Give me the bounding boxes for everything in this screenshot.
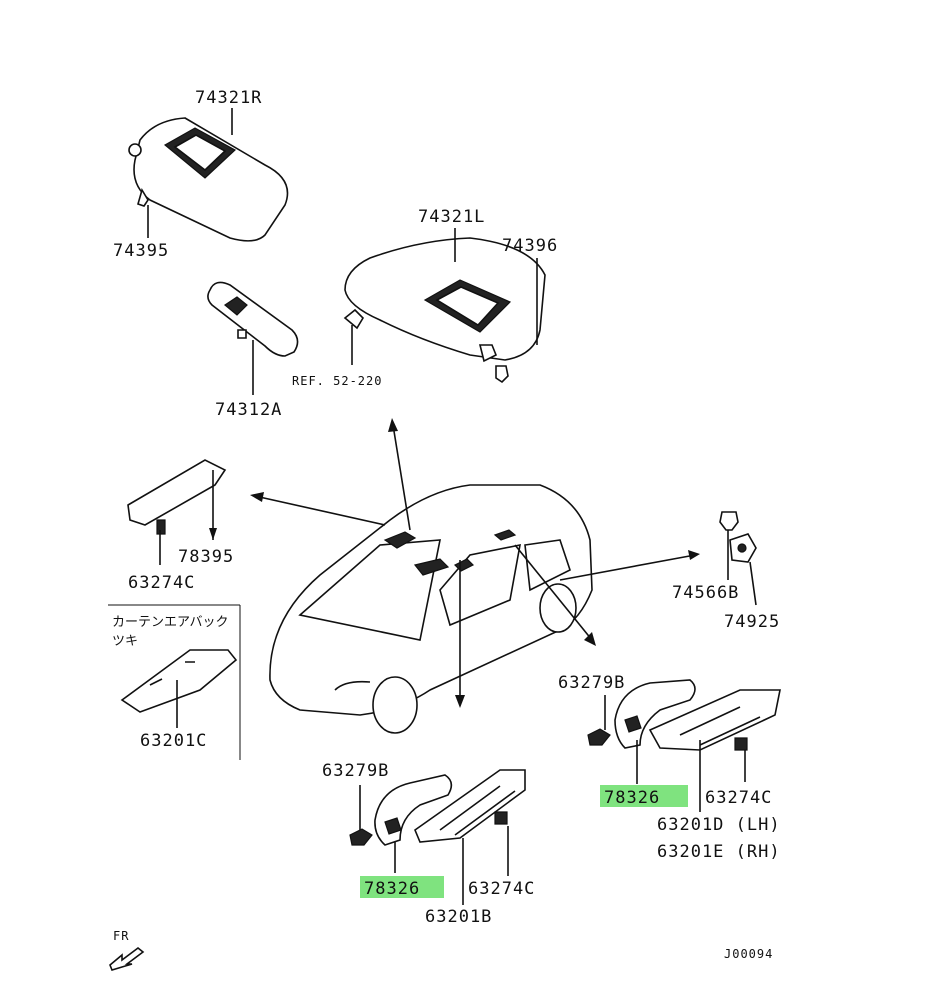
label-74321r: 74321R bbox=[195, 88, 262, 108]
label-fr: FR bbox=[113, 929, 129, 943]
label-63274c-a: 63274C bbox=[128, 573, 195, 593]
label-code: J00094 bbox=[724, 947, 773, 961]
label-63201b: 63201B bbox=[425, 907, 492, 927]
label-63201e: 63201E (RH) bbox=[657, 842, 781, 862]
label-78326-b: 78326 bbox=[364, 879, 420, 899]
label-74321l: 74321L bbox=[418, 207, 485, 227]
label-63201d: 63201D (LH) bbox=[657, 815, 781, 835]
label-ref: REF. 52-220 bbox=[292, 374, 382, 388]
rear-view-mirror[interactable] bbox=[207, 281, 299, 357]
assist-grip-left[interactable] bbox=[349, 769, 526, 846]
label-74396: 74396 bbox=[502, 236, 558, 256]
sun-visor-lh[interactable] bbox=[343, 237, 546, 363]
label-63274c-b: 63274C bbox=[705, 788, 772, 808]
label-jp-line2: ツキ bbox=[112, 634, 138, 649]
vehicle-outline[interactable] bbox=[269, 484, 593, 734]
label-63279b-b: 63279B bbox=[322, 761, 389, 781]
clip-parts[interactable] bbox=[719, 511, 757, 563]
assist-grip-right[interactable] bbox=[587, 679, 781, 751]
sun-visor-rh[interactable] bbox=[128, 117, 289, 242]
label-jp-line1: カーテンエアバック bbox=[112, 615, 228, 630]
roof-bracket[interactable] bbox=[127, 459, 227, 535]
highlight-78326-a bbox=[600, 785, 688, 807]
label-78326-a: 78326 bbox=[604, 788, 660, 808]
front-direction-icon bbox=[109, 946, 145, 971]
highlight-78326-b bbox=[360, 876, 444, 898]
label-74312a: 74312A bbox=[215, 400, 282, 420]
label-63279b-a: 63279B bbox=[558, 673, 625, 693]
label-63201c: 63201C bbox=[140, 731, 207, 751]
label-74395: 74395 bbox=[113, 241, 169, 261]
label-74566b: 74566B bbox=[672, 583, 739, 603]
airbag-bracket[interactable] bbox=[120, 649, 238, 713]
label-78395: 78395 bbox=[178, 547, 234, 567]
label-63274c-c: 63274C bbox=[468, 879, 535, 899]
label-74925: 74925 bbox=[724, 612, 780, 632]
